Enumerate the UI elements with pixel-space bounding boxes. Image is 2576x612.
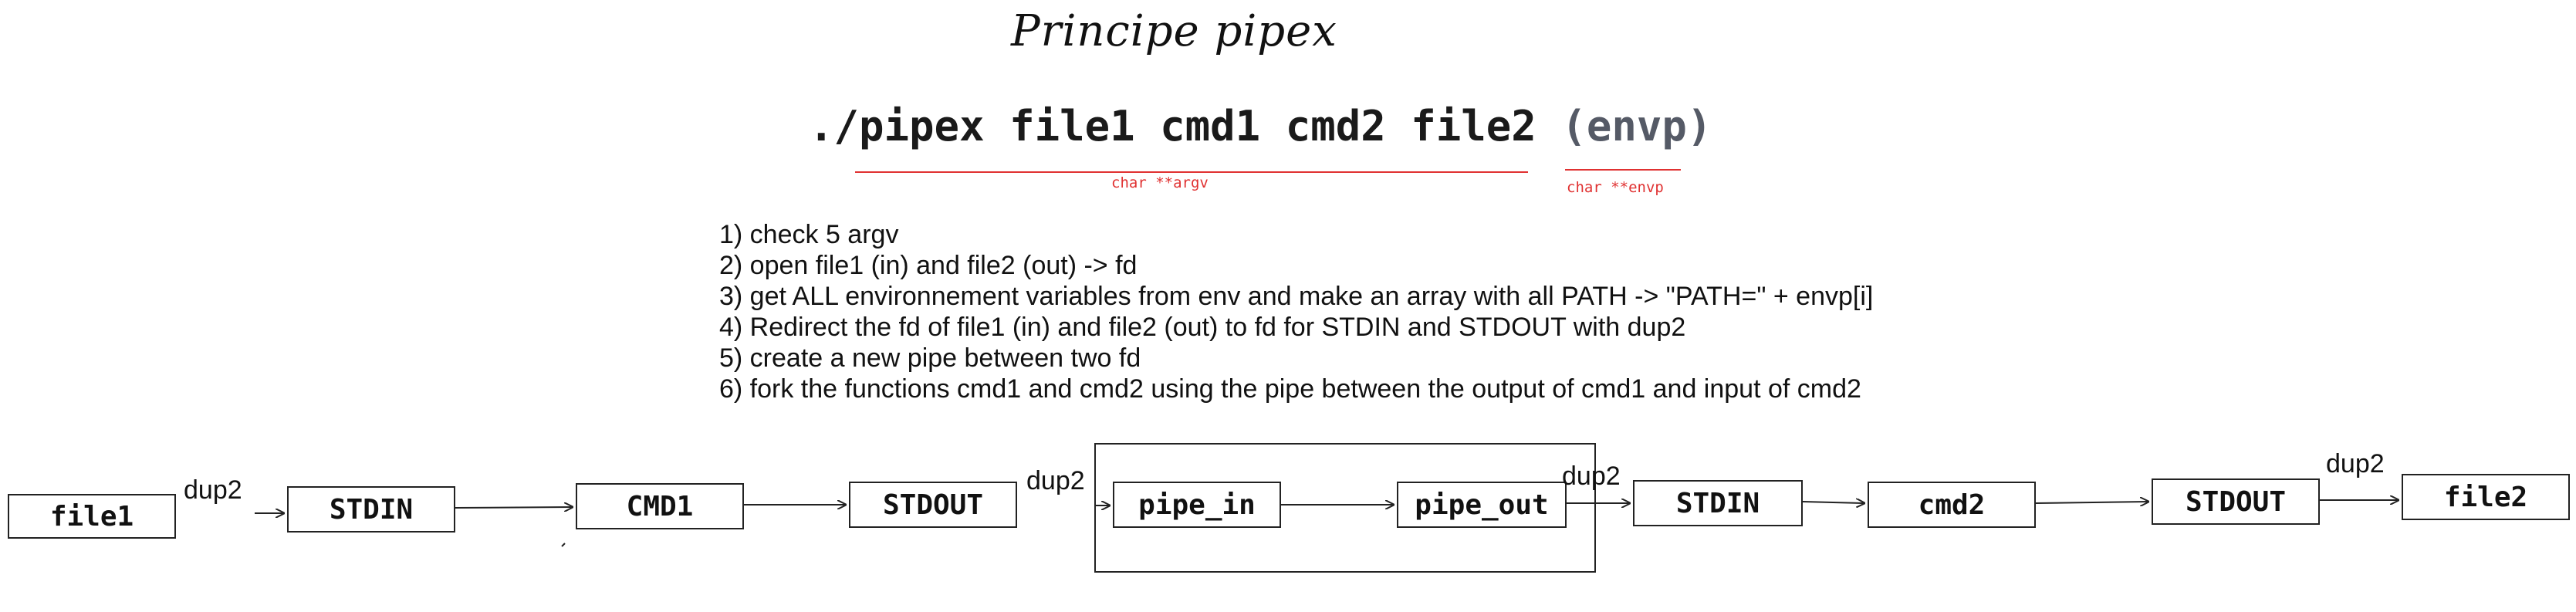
step-4: 4) Redirect the fd of file1 (in) and fil… bbox=[719, 313, 1686, 342]
envp-label: char **envp bbox=[1567, 179, 1664, 196]
argv-underline bbox=[855, 171, 1528, 173]
file1-box: file1 bbox=[8, 494, 176, 539]
dup2-label-1: dup2 bbox=[184, 475, 242, 505]
pipe-container bbox=[1094, 443, 1596, 573]
stdout-box-2: STDOUT bbox=[2152, 478, 2320, 525]
envp-underline bbox=[1565, 169, 1681, 171]
stdin-box-2: STDIN bbox=[1633, 480, 1803, 526]
stray-mark bbox=[561, 543, 566, 547]
arrow-stdin-cmd1 bbox=[455, 507, 573, 508]
cmd2-box: cmd2 bbox=[1868, 482, 2036, 528]
file2-box: file2 bbox=[2402, 474, 2570, 520]
step-6: 6) fork the functions cmd1 and cmd2 usin… bbox=[719, 374, 1861, 404]
stdin-box-1: STDIN bbox=[287, 486, 455, 533]
stdout-box-1: STDOUT bbox=[849, 482, 1017, 528]
command-main: ./pipex file1 cmd1 cmd2 file2 bbox=[809, 102, 1536, 150]
arrow-cmd2-stdout bbox=[2035, 502, 2148, 503]
argv-label: char **argv bbox=[1111, 174, 1209, 191]
dup2-label-2: dup2 bbox=[1026, 466, 1085, 495]
steps-list: 1) check 5 argv 2) open file1 (in) and f… bbox=[719, 219, 1873, 404]
command-line: ./pipex file1 cmd1 cmd2 file2 (envp) bbox=[809, 102, 1712, 150]
pipe-out-box: pipe_out bbox=[1397, 482, 1567, 528]
cmd1-box: CMD1 bbox=[576, 483, 744, 529]
dup2-label-4: dup2 bbox=[2326, 449, 2385, 478]
pipe-in-box: pipe_in bbox=[1113, 482, 1281, 528]
step-3: 3) get ALL environnement variables from … bbox=[719, 282, 1874, 311]
step-2: 2) open file1 (in) and file2 (out) -> fd bbox=[719, 251, 1138, 280]
dup2-label-3: dup2 bbox=[1562, 462, 1621, 491]
step-5: 5) create a new pipe between two fd bbox=[719, 343, 1141, 373]
arrow-stdin-cmd2 bbox=[1802, 502, 1864, 503]
step-1: 1) check 5 argv bbox=[719, 220, 899, 249]
diagram-title: Principe pipex bbox=[1011, 6, 1337, 56]
command-envp: (envp) bbox=[1561, 102, 1712, 150]
